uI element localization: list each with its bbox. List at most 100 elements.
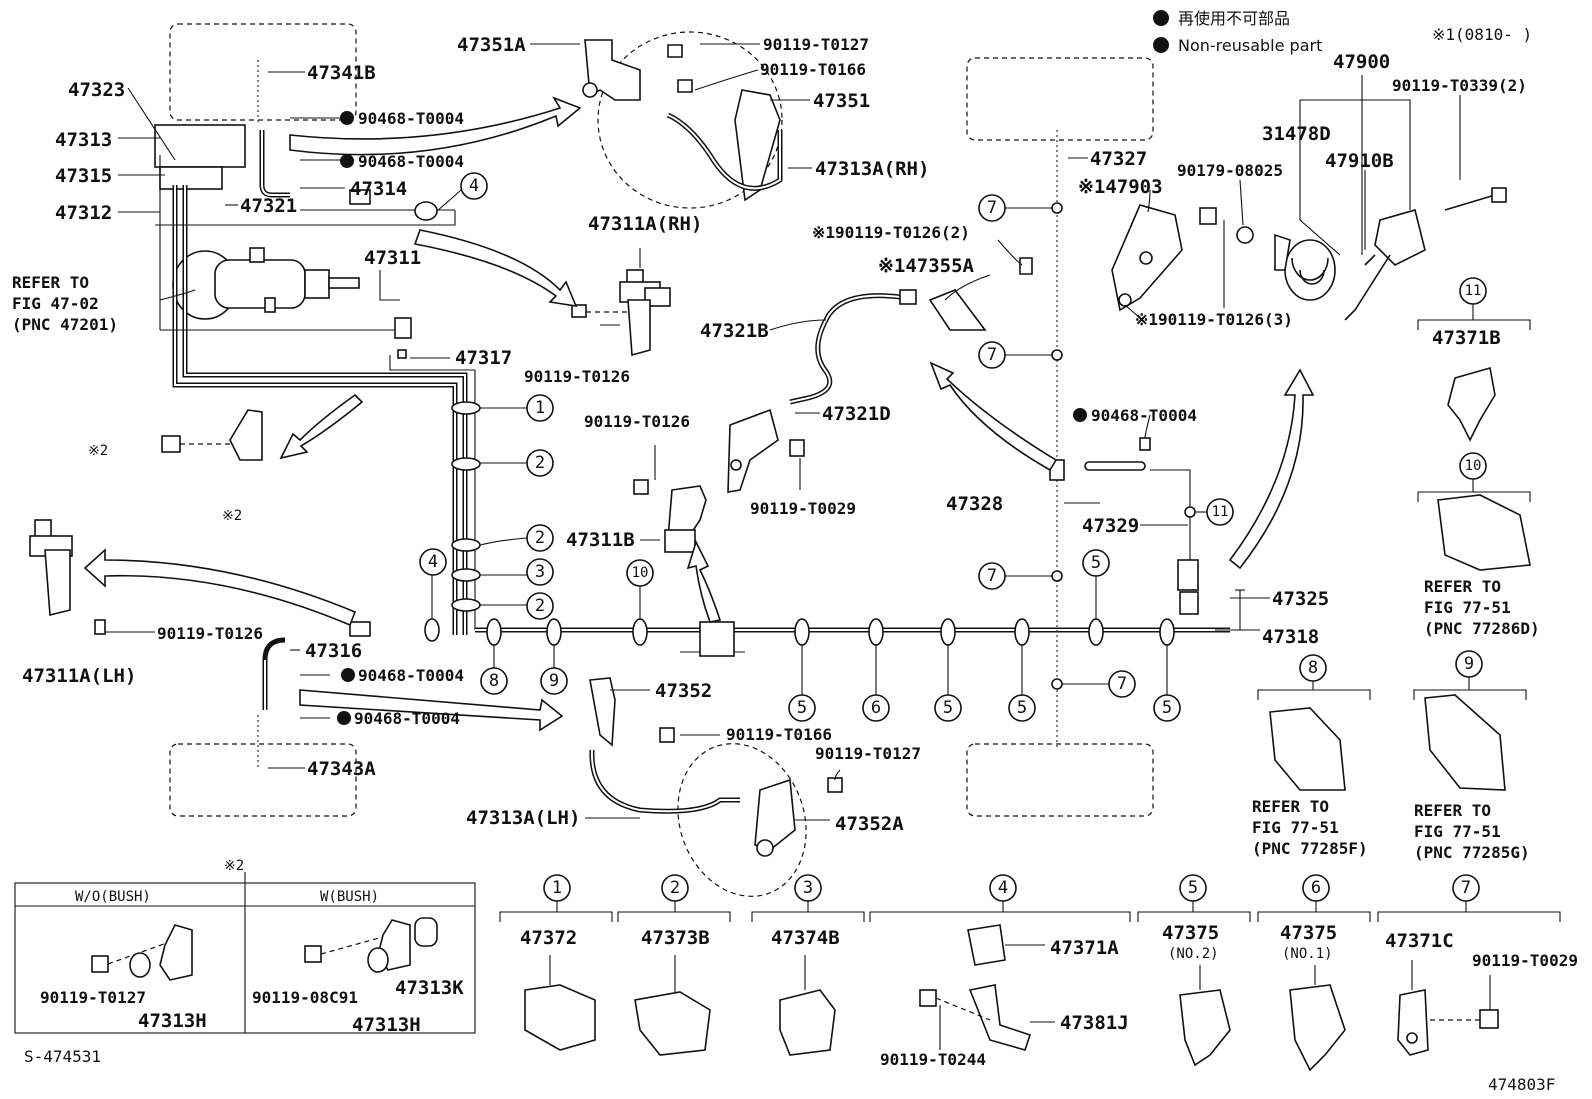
inset-w-title: W(BUSH): [320, 889, 379, 905]
label-no1: (NO.1): [1282, 946, 1333, 962]
callout-number: 5: [797, 698, 807, 718]
label-90119-T0166: 90119-T0166: [726, 725, 832, 744]
part-labels: 47341B 47323 47313 47315 47312 47321 473…: [12, 34, 1527, 835]
label-90468-T0004: 90468-T0004: [358, 109, 464, 128]
clamp-10-group: 10 REFER TO FIG 77-51 (PNC 77286D): [1417, 452, 1540, 638]
pipe-clamps: [414, 201, 1196, 690]
callout-number: 3: [535, 562, 545, 582]
callout-number: 6: [871, 698, 881, 718]
footer-left: S-474531: [24, 1047, 101, 1066]
bracket-47321D: [727, 408, 805, 493]
bracket-x2: [161, 409, 263, 461]
inset-wo-bolt: 90119-T0127: [40, 988, 146, 1007]
direction-arrows: [83, 96, 1315, 732]
hose-47321B: [789, 293, 901, 405]
label-47325: 47325: [1272, 588, 1329, 610]
label-47381J: 47381J: [1060, 1012, 1129, 1034]
label-47311A-RH: 47311A(RH): [588, 213, 702, 235]
inset-w-bolt: 90119-08C91: [252, 988, 358, 1007]
inset-wo-title: W/O(BUSH): [75, 889, 151, 905]
wheel-area-rear-right: [966, 743, 1154, 817]
refer-77-2a: REFER TO: [1252, 797, 1329, 816]
label-90119-T0166: 90119-T0166: [760, 60, 866, 79]
label-47373B: 47373B: [641, 927, 710, 949]
label-47315: 47315: [55, 165, 112, 187]
label-47321D: 47321D: [822, 403, 891, 425]
label-47313: 47313: [55, 129, 112, 151]
non-reusable-dot-icon: [1153, 37, 1169, 53]
callout-number: 10: [632, 565, 649, 581]
label-47900: 47900: [1333, 51, 1390, 73]
callout-number: 8: [489, 671, 499, 691]
callout-number: 9: [549, 671, 559, 691]
callout-number: 1: [535, 398, 545, 418]
label-x2: ※2: [222, 508, 242, 524]
label-47343A: 47343A: [307, 758, 376, 780]
callout-number: 4: [998, 878, 1008, 898]
callout-number: 5: [1188, 878, 1198, 898]
refer-fig-2: FIG 47-02: [12, 294, 99, 313]
bush-inset: ※2 W/O(BUSH) W(BUSH) 90119-T0127 47313H …: [14, 858, 476, 1036]
label-90119-T0126: 90119-T0126: [157, 624, 263, 643]
label-90119-T0126: 90119-T0126: [524, 367, 630, 386]
inset-w-bush: 47313K: [395, 977, 464, 999]
callout-number: 2: [535, 453, 545, 473]
label-90119-T0126: 90119-T0126: [584, 412, 690, 431]
callout-number: 4: [428, 552, 438, 572]
bracket-47355A: [928, 257, 1033, 331]
refer-77-1a: REFER TO: [1424, 577, 1501, 596]
wheel-area-right: [966, 57, 1154, 141]
refer-77-1c: (PNC 77286D): [1424, 619, 1540, 638]
label-47371A: 47371A: [1050, 937, 1119, 959]
footer-right: 474803F: [1488, 1075, 1555, 1094]
label-90119-T0126-2: ※190119-T0126(2): [812, 223, 970, 242]
label-47371B: 47371B: [1432, 327, 1501, 349]
callout-number: 4: [469, 176, 479, 196]
label-90119-T0339: 90119-T0339(2): [1392, 76, 1527, 95]
label-47311: 47311: [364, 247, 421, 269]
callout-number: 7: [987, 345, 997, 365]
brake-lines-main: [172, 130, 1230, 710]
refer-77-3a: REFER TO: [1414, 801, 1491, 820]
inset-wo-part: 47313H: [138, 1010, 207, 1032]
callout-number: 7: [987, 198, 997, 218]
label-leaders: [105, 43, 1461, 821]
label-47311A-LH: 47311A(LH): [22, 665, 136, 687]
refer-77-3c: (PNC 77285G): [1414, 843, 1530, 862]
callout-number: 2: [535, 596, 545, 616]
label-47321B: 47321B: [700, 320, 769, 342]
label-47903: ※147903: [1078, 176, 1163, 198]
callout-number: 3: [803, 878, 813, 898]
label-90468-T0004: 90468-T0004: [358, 152, 464, 171]
callout-number: 5: [1162, 698, 1172, 718]
callout-number: 10: [1465, 458, 1482, 474]
label-47351A: 47351A: [457, 34, 526, 56]
label-90119-T0127: 90119-T0127: [763, 35, 869, 54]
callout-number: 11: [1465, 283, 1482, 299]
callout-number: 2: [535, 528, 545, 548]
label-47341B: 47341B: [307, 62, 376, 84]
callout-number: 7: [1461, 878, 1471, 898]
label-47327: 47327: [1090, 148, 1147, 170]
inset-w-part: 47313H: [352, 1014, 421, 1036]
clamp-9-group: 9 REFER TO FIG 77-51 (PNC 77285G): [1413, 650, 1530, 862]
refer-fig-1: REFER TO: [12, 273, 89, 292]
label-47329: 47329: [1082, 515, 1139, 537]
bottom-clamp-row: 1 47372 2 47373B 3 47374B 4 47371A 47381…: [499, 874, 1578, 1072]
label-47316: 47316: [305, 640, 362, 662]
legend-note: ※1(0810- ): [1432, 25, 1532, 44]
label-90119-T0244: 90119-T0244: [880, 1050, 986, 1069]
label-90119-T0029: 90119-T0029: [1472, 951, 1578, 970]
label-47314: 47314: [350, 178, 407, 200]
legend: 再使用不可部品 Non-reusable part ※1(0810- ): [1153, 9, 1532, 55]
label-no2: (NO.2): [1168, 946, 1219, 962]
label-47374B: 47374B: [771, 927, 840, 949]
callout-number: 6: [1311, 878, 1321, 898]
label-90468-T0004: 90468-T0004: [354, 709, 460, 728]
label-90468-T0004: 90468-T0004: [358, 666, 464, 685]
rh-caliper-area: [582, 31, 783, 209]
label-47910B: 47910B: [1325, 150, 1394, 172]
callout-number: 5: [1091, 553, 1101, 573]
label-90119-T0127: 90119-T0127: [815, 744, 921, 763]
label-47355A: ※147355A: [878, 255, 975, 277]
